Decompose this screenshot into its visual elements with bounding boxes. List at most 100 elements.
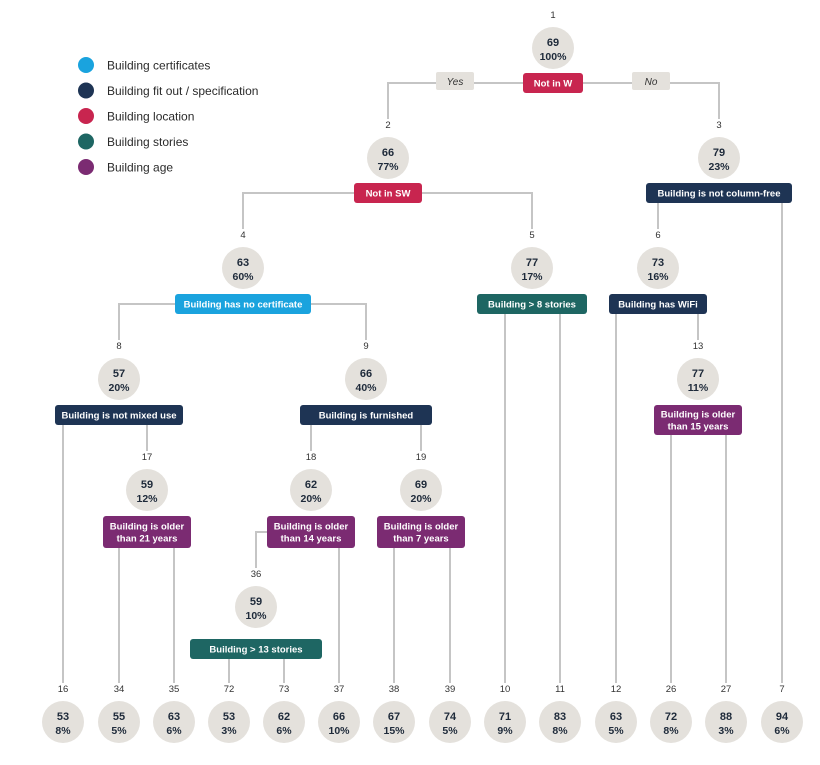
node-circle (345, 358, 387, 400)
connector-line (449, 531, 465, 683)
node-circle (595, 701, 637, 743)
connector-line (654, 419, 672, 683)
node-value: 73 (652, 257, 664, 269)
node-id: 38 (389, 684, 400, 695)
node-share: 100% (540, 51, 568, 63)
node-share: 6% (774, 725, 790, 737)
connector-line (725, 419, 742, 683)
node-circle (98, 358, 140, 400)
split-label: Building > 8 stories (488, 300, 576, 311)
split-box (523, 73, 583, 93)
node-circle (290, 469, 332, 511)
node-share: 8% (663, 725, 679, 737)
split-label: Building is older (274, 522, 349, 533)
legend-label: Building certificates (107, 59, 210, 73)
node-value: 53 (223, 711, 235, 723)
connector-line (103, 531, 120, 683)
node-value: 53 (57, 711, 69, 723)
split-condition-9: Building is furnished (300, 405, 432, 425)
legend-item: Building stories (78, 133, 188, 150)
split-condition-3: Building is not column-free (646, 183, 792, 203)
node-share: 40% (355, 382, 377, 394)
node-id: 27 (721, 684, 732, 695)
node-circle (400, 469, 442, 511)
split-box (354, 183, 422, 203)
node-id: 19 (416, 452, 427, 463)
node-id: 2 (385, 120, 390, 131)
split-box (55, 405, 183, 425)
node-id: 6 (655, 230, 660, 241)
connector-line (338, 531, 355, 683)
node-share: 6% (166, 725, 182, 737)
node-value: 62 (278, 711, 290, 723)
split-box (190, 639, 322, 659)
node-id: 26 (666, 684, 677, 695)
connector-line (55, 414, 64, 683)
node-circle (539, 701, 581, 743)
connector-line (118, 303, 175, 340)
split-label: Not in SW (366, 189, 411, 200)
node-value: 83 (554, 711, 566, 723)
node-id: 16 (58, 684, 69, 695)
node-share: 3% (221, 725, 237, 737)
node-circle (637, 247, 679, 289)
split-label: than 21 years (117, 534, 178, 545)
node-circle (484, 701, 526, 743)
node-id: 3 (716, 120, 721, 131)
connector-line (377, 531, 395, 683)
node-value: 66 (382, 147, 394, 159)
branch-label-text: Yes (447, 77, 464, 88)
node-circle (761, 701, 803, 743)
node-id: 12 (611, 684, 622, 695)
node-circle (429, 701, 471, 743)
node-value: 62 (305, 479, 317, 491)
node-id: 35 (169, 684, 180, 695)
node-share: 60% (232, 271, 254, 283)
split-label: Building > 13 stories (209, 645, 302, 656)
node-value: 77 (692, 368, 704, 380)
node-value: 66 (333, 711, 345, 723)
node-share: 23% (708, 161, 730, 173)
node-id: 1 (550, 10, 555, 21)
node-id: 11 (555, 684, 565, 695)
node-circle (98, 701, 140, 743)
connector-line (781, 192, 792, 683)
connector-line (387, 82, 523, 119)
node-value: 67 (388, 711, 400, 723)
node-id: 5 (529, 230, 534, 241)
split-box (654, 405, 742, 435)
split-condition-4: Building has no certificate (175, 294, 311, 314)
node-share: 15% (383, 725, 405, 737)
legend-swatch (78, 133, 94, 150)
node-circle (532, 27, 574, 69)
node-share: 20% (300, 493, 322, 505)
legend-label: Building location (107, 110, 194, 124)
node-value: 94 (776, 711, 789, 723)
node-circle (698, 137, 740, 179)
node-circle (373, 701, 415, 743)
split-condition-2: Not in SW (354, 183, 422, 203)
branch-label-yes: Yes (436, 72, 474, 90)
node-circle (235, 586, 277, 628)
split-label: Building is not column-free (658, 189, 781, 200)
legend-swatch (78, 108, 94, 124)
node-value: 77 (526, 257, 538, 269)
node-id: 9 (363, 341, 368, 352)
node-share: 20% (108, 382, 130, 394)
connector-line (422, 192, 533, 229)
split-label: Not in W (534, 79, 573, 90)
node-value: 55 (113, 711, 125, 723)
